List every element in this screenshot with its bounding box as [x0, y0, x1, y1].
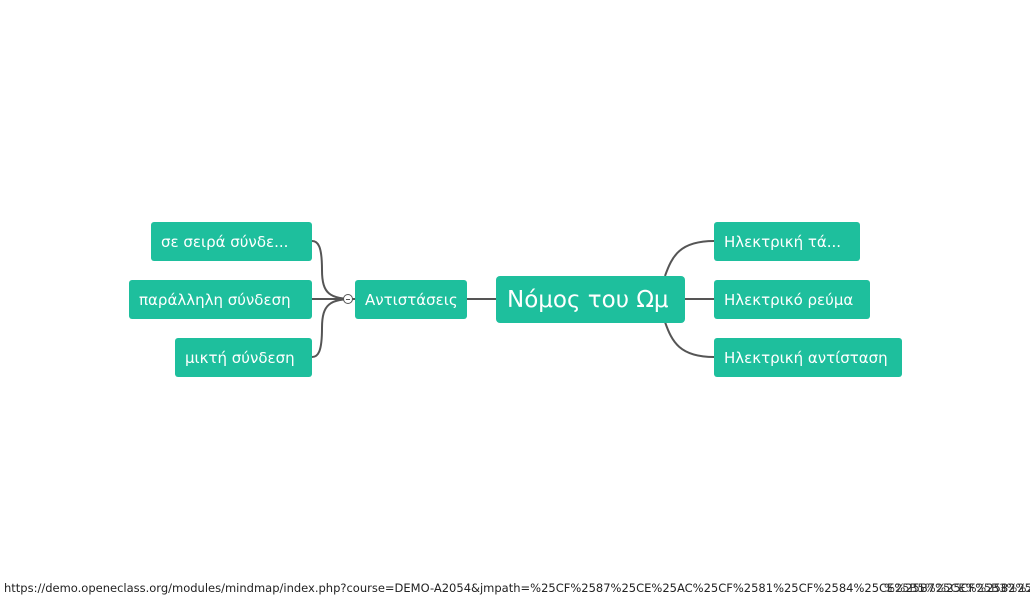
- node-parallili-syndesi[interactable]: παράλληλη σύνδεση: [129, 280, 312, 319]
- root-node-label: Νόμος του Ωμ: [507, 286, 669, 313]
- node-antistaseis-label: Αντιστάσεις: [365, 290, 458, 309]
- node-ilektriki-tasi-label: Ηλεκτρική τά...: [724, 232, 842, 251]
- mindmap-root-node[interactable]: Νόμος του Ωμ: [496, 276, 685, 323]
- node-seira-syndesi-label: σε σειρά σύνδε...: [161, 232, 289, 251]
- node-mikti-syndesi[interactable]: μικτή σύνδεση: [175, 338, 312, 377]
- status-bar: https://demo.openeclass.org/modules/mind…: [0, 578, 1030, 598]
- connector-antistaseis-mikti: [311, 298, 356, 358]
- minus-circle-icon[interactable]: [343, 294, 353, 304]
- node-ilektriko-revma-label: Ηλεκτρικό ρεύμα: [724, 290, 854, 309]
- node-antistaseis[interactable]: Αντιστάσεις: [355, 280, 467, 319]
- node-seira-syndesi[interactable]: σε σειρά σύνδε...: [151, 222, 312, 261]
- status-bar-url: https://demo.openeclass.org/modules/mind…: [4, 581, 1030, 595]
- connector-root-tasi: [664, 240, 715, 277]
- node-ilektriko-revma[interactable]: Ηλεκτρικό ρεύμα: [714, 280, 870, 319]
- node-mikti-syndesi-label: μικτή σύνδεση: [185, 348, 295, 367]
- connector-root-antistasi: [664, 321, 715, 358]
- node-ilektriki-antistasi[interactable]: Ηλεκτρική αντίσταση: [714, 338, 902, 377]
- status-bar-url-overlap: %25B5%25CE%25B3%25CE%25B5%25CE%25BD%25CE…: [884, 581, 1030, 595]
- connector-antistaseis-seira: [311, 240, 356, 300]
- node-ilektriki-antistasi-label: Ηλεκτρική αντίσταση: [724, 348, 888, 367]
- node-parallili-syndesi-label: παράλληλη σύνδεση: [139, 290, 291, 309]
- node-ilektriki-tasi[interactable]: Ηλεκτρική τά...: [714, 222, 860, 261]
